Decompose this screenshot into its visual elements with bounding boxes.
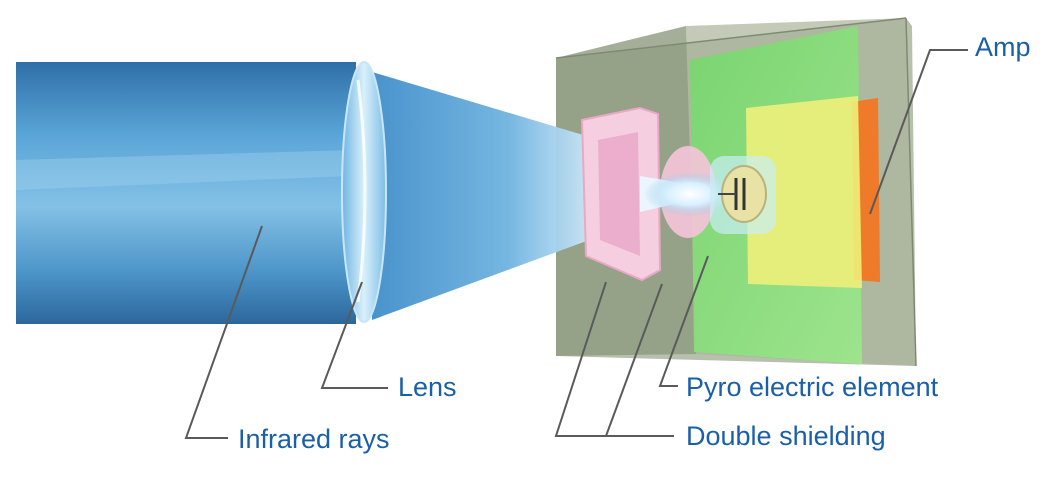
infrared-ray-cylinder <box>16 62 356 324</box>
label-pyro-electric-element: Pyro electric element <box>686 372 939 402</box>
housing-edge <box>905 17 917 367</box>
leader-amp <box>869 49 968 215</box>
leader-lines <box>184 49 968 439</box>
leader-pyro <box>658 255 709 387</box>
element-plate <box>746 96 862 288</box>
lens-highlight <box>356 79 367 303</box>
leader-infrared <box>184 225 263 439</box>
leader-shield-outer <box>554 281 674 437</box>
outer-shield-window-inner <box>598 132 640 256</box>
leader-lens <box>320 281 388 389</box>
label-infrared-rays: Infrared rays <box>238 424 390 454</box>
converging-ray-cone <box>372 72 600 320</box>
leader-shield-inner <box>605 283 663 437</box>
label-amp: Amp <box>975 32 1031 62</box>
label-double-shielding: Double shielding <box>686 421 886 451</box>
housing-edge <box>555 17 907 59</box>
infrared-ray-highlight <box>16 150 350 190</box>
label-lens: Lens <box>398 372 457 402</box>
